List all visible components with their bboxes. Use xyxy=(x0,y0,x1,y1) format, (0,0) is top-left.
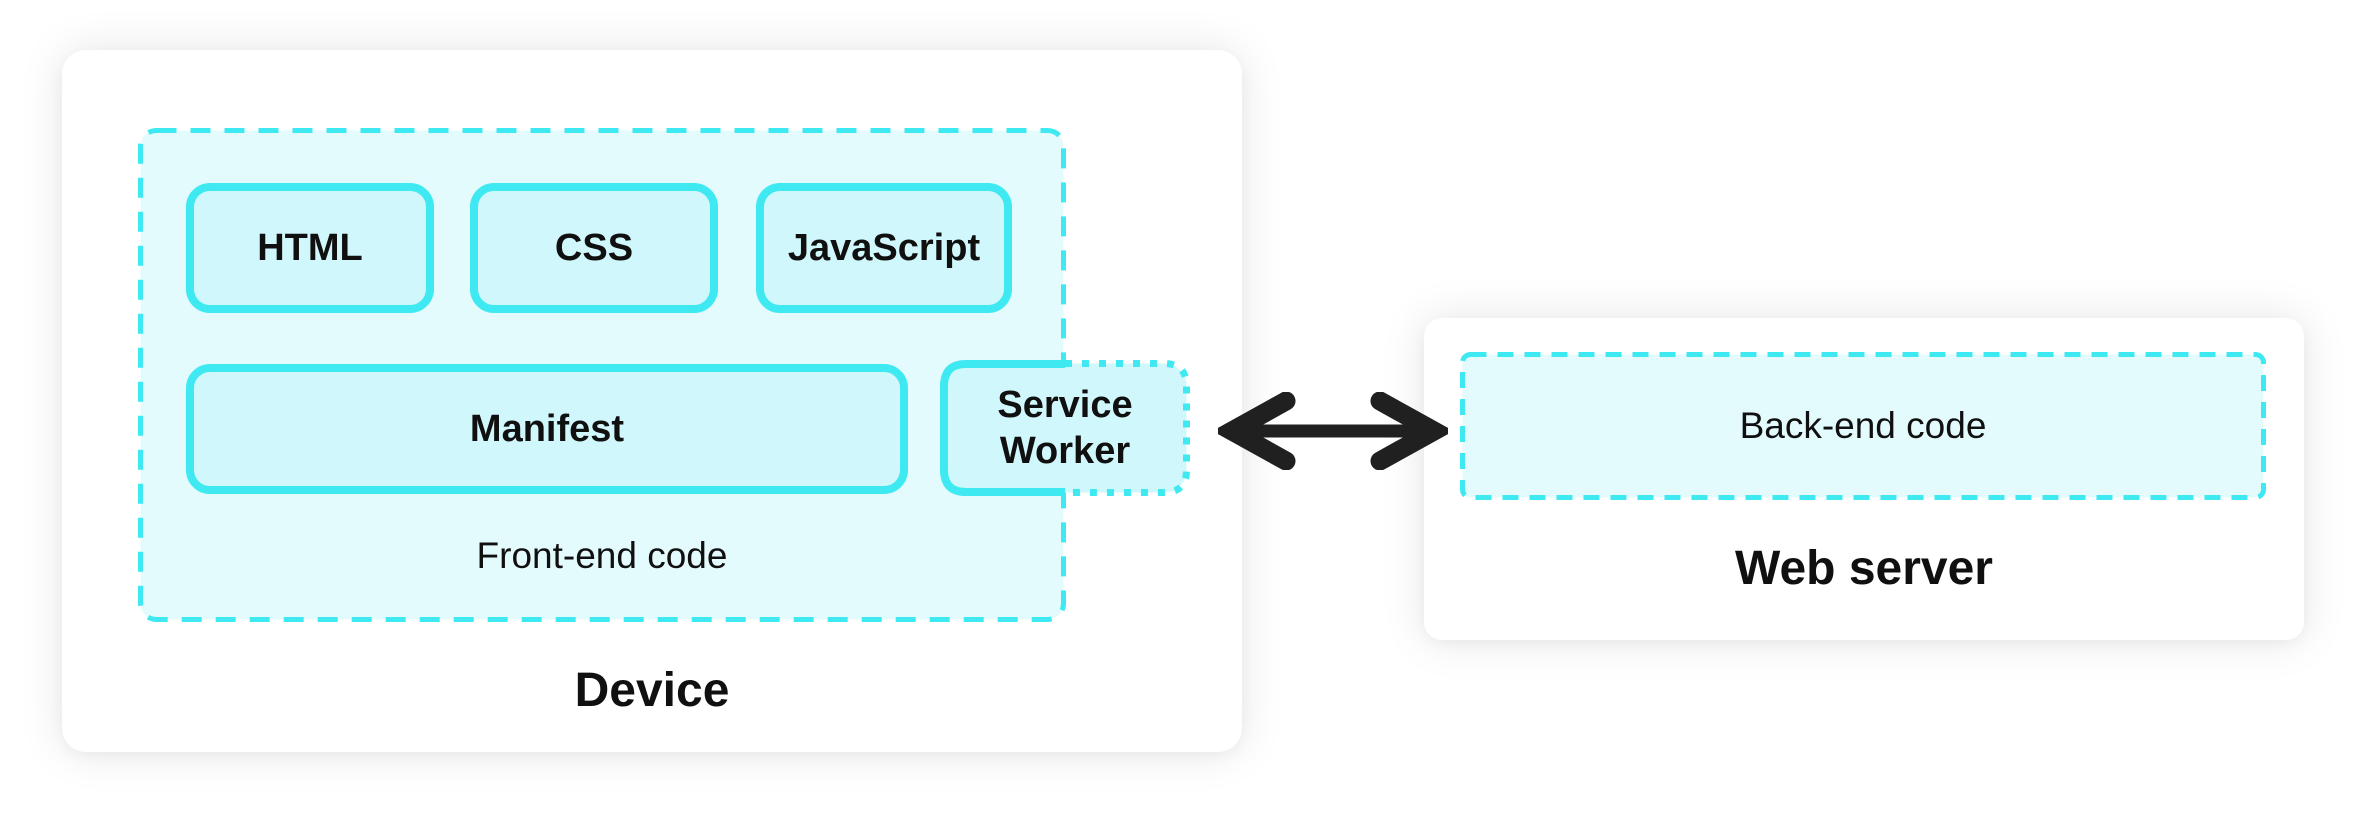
device-title: Device xyxy=(574,664,730,717)
javascript-box: JavaScript xyxy=(756,183,1012,313)
backend-code-container xyxy=(1460,352,2266,500)
css-box-label: CSS xyxy=(554,227,634,269)
html-box: HTML xyxy=(186,183,434,313)
manifest-box-label: Manifest xyxy=(469,408,625,450)
html-box-label: HTML xyxy=(257,227,363,269)
frontend-code-label: Front-end code xyxy=(476,535,728,576)
service-worker-box: Service Worker xyxy=(940,360,1190,496)
backend-code-label: Back-end code xyxy=(1739,405,1987,446)
javascript-box-label: JavaScript xyxy=(787,227,981,269)
css-box: CSS xyxy=(470,183,718,313)
manifest-box: Manifest xyxy=(186,364,908,494)
service-worker-label: Service Worker xyxy=(997,384,1133,472)
web-server-title: Web server xyxy=(1735,542,1993,595)
bidirectional-arrow-icon xyxy=(1218,392,1448,470)
service-worker-outline xyxy=(940,360,1190,496)
